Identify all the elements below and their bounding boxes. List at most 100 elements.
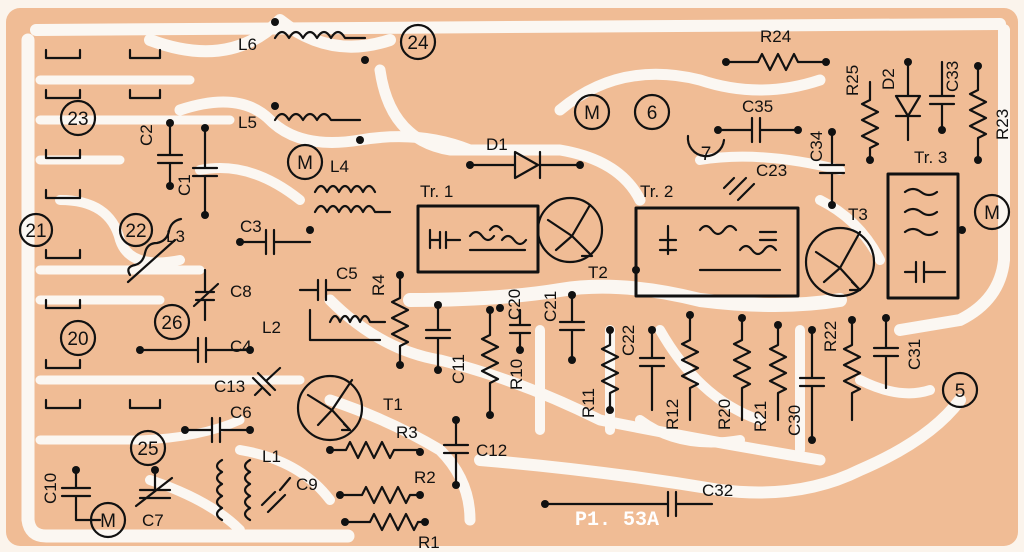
- inductor-l1: [215, 458, 252, 522]
- terminal-20: 20: [67, 329, 88, 350]
- terminal-5-ring: [941, 371, 979, 409]
- component-symbols: [18, 23, 1011, 539]
- board-reference: P1. 53A: [575, 509, 659, 532]
- label-r25: R25: [843, 65, 862, 96]
- resistor-r2: [338, 485, 422, 505]
- transistor-t1: [306, 378, 354, 432]
- terminal-m-bottom: M: [100, 511, 116, 532]
- resistor-r25: [860, 80, 880, 162]
- transistor-t3: [814, 230, 862, 292]
- label-r3: R3: [396, 423, 418, 442]
- label-t2: T2: [588, 263, 608, 282]
- label-c30: C30: [785, 405, 804, 436]
- terminal-20-ring: [59, 319, 97, 357]
- label-r22: R22: [821, 321, 840, 352]
- terminal-22: 22: [125, 221, 146, 242]
- capacitor-c31: [872, 316, 900, 390]
- capacitor-c30: [798, 328, 826, 442]
- label-c23: C23: [756, 161, 787, 180]
- label-c21: C21: [541, 291, 560, 322]
- label-c34: C34: [807, 131, 826, 162]
- resistor-r22: [842, 318, 862, 422]
- capacitor-c5: [298, 278, 352, 302]
- label-c3: C3: [240, 217, 262, 236]
- terminal-22-ring: [118, 212, 154, 248]
- label-r20: R20: [715, 399, 734, 430]
- solder-pads: [72, 18, 982, 526]
- capacitor-c9: [260, 476, 292, 514]
- terminal-26-ring: [153, 303, 191, 341]
- resistor-r4: [390, 273, 410, 367]
- capacitor-c4: [138, 336, 252, 364]
- capacitor-c12: [442, 418, 470, 487]
- terminal-21: 21: [25, 221, 46, 242]
- label-r24: R24: [760, 27, 791, 46]
- terminal-m-right-ring: [973, 193, 1011, 231]
- capacitor-c23: [722, 176, 756, 202]
- terminal-m-top-ring: [573, 93, 611, 131]
- terminal-m-l4: M: [297, 153, 313, 174]
- capacitor-c34: [818, 130, 846, 207]
- label-r12: R12: [663, 399, 682, 430]
- inductor-l3: [126, 217, 183, 284]
- inductor-l5: [273, 112, 362, 122]
- capacitor-c8: [192, 268, 220, 322]
- resistor-r3: [328, 440, 422, 460]
- capacitor-c2: [156, 123, 184, 187]
- label-c32: C32: [702, 481, 733, 500]
- resistor-r11: [600, 328, 620, 412]
- label-c11: C11: [449, 354, 468, 384]
- resistor-r1: [343, 512, 427, 532]
- label-r1: R1: [418, 533, 440, 552]
- transistor-t3-outline: [804, 226, 876, 298]
- resistor-r24: [724, 52, 828, 72]
- pcb-substrate: [6, 8, 1018, 546]
- capacitor-c1: [191, 128, 219, 217]
- inductor-l2: [308, 308, 387, 342]
- terminal-25-ring: [129, 429, 167, 467]
- label-d1: D1: [486, 135, 508, 154]
- terminal-m-right: M: [984, 203, 1000, 224]
- label-r4: R4: [369, 274, 388, 296]
- label-c13: C13: [214, 377, 245, 396]
- label-c33: C33: [943, 61, 962, 92]
- terminal-24-ring: [399, 23, 437, 61]
- resistor-r20: [732, 316, 752, 422]
- label-c4: C4: [230, 337, 252, 356]
- label-r11: R11: [579, 388, 598, 418]
- label-tr3: Tr. 3: [914, 148, 947, 167]
- transformer-tr1: [428, 224, 528, 252]
- label-c10: C10: [41, 473, 60, 504]
- label-c1: C1: [175, 174, 194, 196]
- label-l1: L1: [262, 447, 281, 466]
- terminal-23-ring: [59, 99, 97, 137]
- terminal-25: 25: [137, 439, 158, 460]
- label-c35: C35: [742, 97, 773, 116]
- label-t1: T1: [383, 395, 403, 414]
- transformer-tr1-box: [416, 204, 540, 274]
- resistor-r10: [480, 308, 500, 417]
- label-c6: C6: [230, 403, 252, 422]
- label-c5: C5: [336, 264, 358, 283]
- transformer-tr2: [658, 224, 782, 272]
- capacitor-c7: [134, 468, 174, 508]
- label-c31: C31: [905, 339, 924, 370]
- terminal-m-top: M: [584, 103, 600, 124]
- label-c12: C12: [476, 441, 507, 460]
- terminal-6: 6: [647, 103, 658, 124]
- terminal-26: 26: [161, 313, 182, 334]
- transistor-t1-outline: [296, 374, 364, 442]
- label-c2: C2: [137, 124, 156, 146]
- label-tr2: Tr. 2: [640, 182, 673, 201]
- label-c7: C7: [142, 511, 164, 530]
- terminal-6-ring: [633, 93, 671, 131]
- capacitor-c11: [424, 303, 452, 372]
- capacitor-c20: [508, 308, 532, 352]
- diode-d2: [894, 60, 922, 142]
- copper-traces: [21, 14, 1010, 543]
- terminal-7-ring: [686, 134, 726, 158]
- capacitor-c13: [251, 366, 282, 397]
- capacitor-c21: [558, 293, 586, 362]
- terminal-5: 5: [955, 381, 966, 402]
